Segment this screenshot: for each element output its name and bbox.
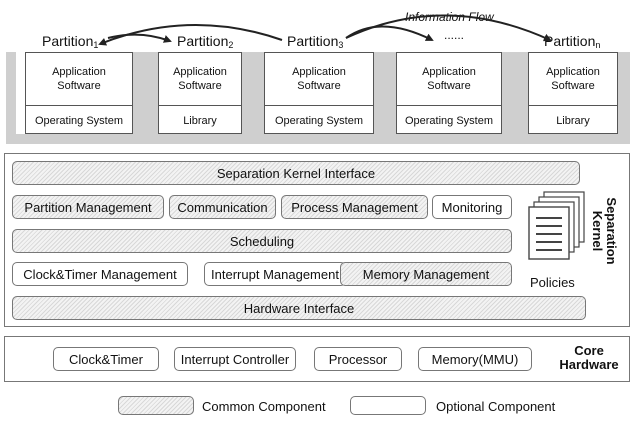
- flow-arrow: [107, 33, 172, 43]
- partition-wall: [242, 52, 264, 134]
- interrupt-management: Interrupt Management: [204, 262, 346, 286]
- processor: Processor: [314, 347, 402, 371]
- policies-label: Policies: [530, 275, 575, 290]
- communication: Communication: [169, 195, 276, 219]
- partition-base: Operating System: [404, 115, 494, 127]
- policies-document-icon: [528, 191, 585, 260]
- monitoring: Monitoring: [432, 195, 512, 219]
- partition-base: Library: [556, 115, 590, 127]
- partition-wall: [6, 52, 16, 134]
- partition-n-title: Partitionn: [544, 33, 601, 50]
- hardware-interface: Hardware Interface: [12, 296, 586, 320]
- partition-wall: [133, 52, 158, 134]
- information-flow-label: Information Flow: [405, 10, 494, 24]
- flow-arrow: [345, 25, 434, 41]
- core-hardware-label: Core Hardware: [559, 343, 619, 372]
- flow-arrow: [345, 14, 552, 42]
- partition-2-title: Partition2: [177, 33, 234, 50]
- process-management: Process Management: [281, 195, 428, 219]
- scheduling: Scheduling: [12, 229, 512, 253]
- ellipsis: ......: [444, 28, 465, 42]
- interrupt-controller: Interrupt Controller: [174, 347, 296, 371]
- partition-base: Operating System: [34, 115, 124, 127]
- partition-base: Library: [183, 115, 217, 127]
- partition-wall: [374, 52, 396, 134]
- partition-1-title: Partition1: [42, 33, 99, 50]
- partition-wall: [502, 52, 528, 134]
- memory-mmu: Memory(MMU): [418, 347, 532, 371]
- legend-common-swatch: [118, 396, 194, 415]
- memory-management: Memory Management: [340, 262, 512, 286]
- legend-common-label: Common Component: [202, 399, 326, 414]
- legend-optional-label: Optional Component: [436, 399, 556, 414]
- clock-timer-management: Clock&Timer Management: [12, 262, 188, 286]
- partition-management: Partition Management: [12, 195, 164, 219]
- partition-3-title: Partition3: [287, 33, 344, 50]
- partition-floor: [6, 134, 630, 144]
- clock-timer: Clock&Timer: [53, 347, 159, 371]
- legend-optional-swatch: [350, 396, 426, 415]
- separation-kernel-interface: Separation Kernel Interface: [12, 161, 580, 185]
- partition-wall: [618, 52, 630, 134]
- partition-base: Operating System: [274, 115, 364, 127]
